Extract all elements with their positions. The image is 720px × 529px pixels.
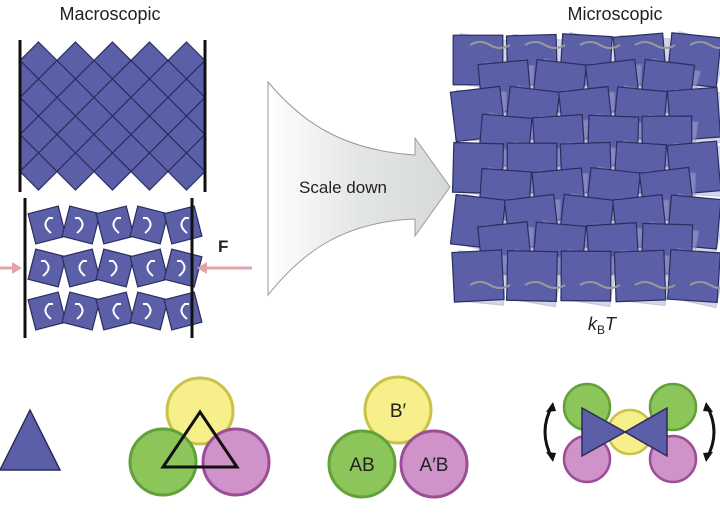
square-tile [506,250,558,302]
thermal-fluctuation-mark [689,281,720,289]
rotation-arrow-icon [180,217,189,234]
square-tile [451,249,505,303]
diamond-tile [93,152,132,191]
three-particle-triangle [128,376,271,497]
rotated-square-tile [61,248,101,288]
label-b-prime: B′ [390,401,407,422]
rotated-square-tile [163,248,203,288]
square-tile [613,249,667,303]
curved-double-arrow-icon [543,402,556,462]
rotation-arrow-icon [41,260,50,277]
kbt-t: T [605,314,618,334]
kbt-k: k [588,314,598,334]
rotation-arrow-icon [44,303,53,320]
rotation-arrow-icon [177,260,186,277]
thermal-fluctuation-mark [579,41,621,49]
particle-b-prime [363,375,433,445]
thermal-fluctuation-mark [689,41,720,49]
rotation-arrow-icon [112,303,121,320]
kbt-subscript: B [597,323,605,337]
label-a-prime-b: A′B [420,455,449,476]
diamond-tile [19,152,58,191]
rotation-arrow-icon [44,217,53,234]
rotated-square-tile [163,291,203,331]
diamond-tile [130,152,169,191]
thermal-fluctuation-mark [634,281,676,289]
curved-double-arrow-icon [703,402,716,462]
square-tile [560,250,612,302]
rotated-square-tile [61,291,101,331]
rotated-square-tile [27,205,67,245]
rotated-square-tile [129,248,169,288]
bowtie-unit [543,382,716,484]
microscopic-fluctuating-lattice [449,31,720,309]
macroscopic-title: Macroscopic [59,4,160,24]
macroscopic-compressed-lattice [27,205,203,331]
rotated-square-tile [61,205,101,245]
rotated-square-tile [129,291,169,331]
thermal-fluctuation-mark [579,281,621,289]
rotation-arrow-icon [112,217,121,234]
rotated-square-tile [27,248,67,288]
triangle-unit [0,408,62,471]
rotation-arrow-icon [146,260,155,277]
scale-down-arrow [267,80,451,297]
rotation-arrow-icon [143,303,152,320]
rotated-square-tile [129,205,169,245]
diamond-tile [56,152,95,191]
force-label: F [218,237,228,256]
thermal-fluctuation-mark [524,281,566,289]
rotated-square-tile [95,291,135,331]
diamond-tile [167,152,206,191]
rotated-square-tile [27,291,67,331]
force-arrow-icon [197,262,252,274]
particle-a-prime-b [399,429,469,499]
thermal-fluctuation-mark [634,41,676,49]
kbt-label: kBT [588,314,618,337]
rotated-square-tile [163,205,203,245]
scale-down-label: Scale down [299,178,387,197]
thermal-fluctuation-mark [524,41,566,49]
label-ab: AB [349,455,374,476]
rotation-arrow-icon [180,303,189,320]
microscopic-title: Microscopic [567,4,662,24]
three-particle-labeled: B′ AB A′B [327,375,469,499]
macroscopic-undeformed-lattice [19,41,206,191]
rotation-arrow-icon [109,260,118,277]
rotation-arrow-icon [78,260,87,277]
rotation-arrow-icon [143,217,152,234]
thermal-fluctuation-mark [469,41,511,49]
square-tile [666,248,720,304]
rotated-square-tile [95,205,135,245]
rotation-arrow-icon [75,217,84,234]
particle-ab [327,429,397,499]
thermal-fluctuation-mark [469,281,511,289]
rotation-arrow-icon [75,303,84,320]
rotated-square-tile [95,248,135,288]
force-arrow-icon [0,262,22,274]
